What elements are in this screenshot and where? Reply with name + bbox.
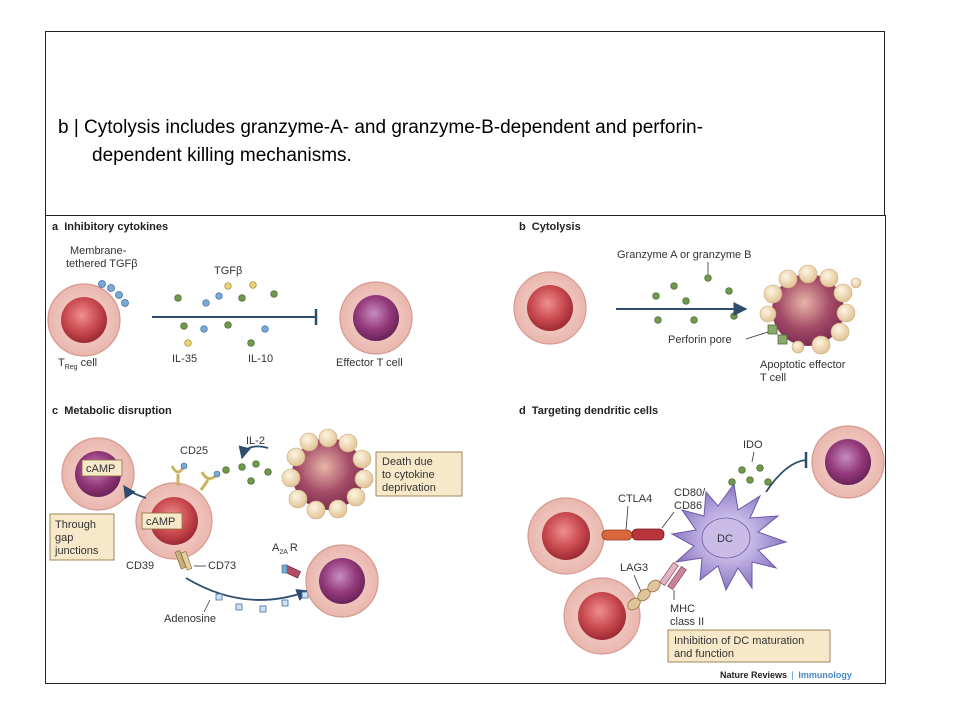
lag3-label: LAG3 (620, 562, 648, 574)
gap-label-3: junctions (54, 545, 99, 557)
gap-label-2: gap (55, 532, 73, 544)
cd25-label: CD25 (180, 445, 208, 457)
inhibition-box (667, 629, 831, 663)
inhibition-label-2: and function (674, 648, 734, 660)
a2ar-effector-cell (281, 544, 379, 618)
panel-c-letter: c (52, 405, 58, 417)
granzyme-dots (652, 274, 738, 324)
adenosine-squares (215, 591, 309, 613)
cd80-label-1: CD80/ (674, 487, 706, 499)
tgfb-label: TGFβ (214, 265, 242, 277)
panel-d-heading: Targeting dendritic cells (532, 405, 658, 417)
dc-label: DC (717, 533, 733, 545)
death-box (375, 451, 463, 497)
effector-label: Effector T cell (336, 357, 403, 369)
ido-label: IDO (743, 439, 763, 451)
il2-label: IL-2 (246, 435, 265, 447)
slide-title-line-2: dependent killing mechanisms. (92, 145, 352, 166)
svg-text:d Targeting dendritic ce: d Targeting dendritic cells (519, 405, 658, 417)
apoptotic-label-2: T cell (760, 372, 786, 384)
panel-b-heading: Cytolysis (532, 221, 581, 233)
treg-cell-c: cAMP (135, 462, 221, 571)
treg-ctla4-cell (527, 497, 605, 575)
panel-a-heading: Inhibitory cytokines (64, 221, 168, 233)
cd80-molecule (631, 528, 665, 541)
figure-svg: a Inhibitory cytokines Membrane- tethere… (47, 221, 885, 680)
svg-text:c Metabolic disruption: c Metabolic disruption (52, 405, 172, 417)
cd39-label: CD39 (126, 560, 154, 572)
ido-dots (728, 464, 772, 486)
death-label-3: deprivation (382, 482, 436, 494)
panel-c: c Metabolic disruption cAMP cAMP CD25 (49, 405, 463, 625)
effector-t-cell (339, 281, 413, 355)
membrane-label-1: Membrane- (70, 245, 127, 257)
mhc-class-ii-molecule (659, 561, 687, 591)
ctla4-molecule (601, 529, 633, 541)
cytokine-dots-a (174, 281, 278, 347)
target-cell-camp: cAMP (61, 437, 135, 511)
camp-top-label: cAMP (86, 463, 115, 475)
title-box: b | Cytolysis includes granzyme-A- and g… (45, 31, 885, 216)
svg-text:a Inhibitory cytokines: a Inhibitory cytokines (52, 221, 168, 233)
camp-mid-label: cAMP (146, 516, 175, 528)
adenosine-label: Adenosine (164, 613, 216, 625)
cd80-label-2: CD86 (674, 500, 702, 512)
panel-d: d Targeting dendritic cells IDO CTLA4 CD… (519, 405, 885, 663)
panel-b: b Cytolysis Granzyme A or granzyme B (513, 221, 862, 384)
panel-d-letter: d (519, 405, 526, 417)
treg-cell (47, 280, 129, 357)
apoptotic-effector-cell (759, 264, 862, 355)
il2-dots (222, 460, 272, 485)
apoptotic-label-1: Apoptotic effector (760, 359, 846, 371)
target-effector-cell-d (811, 425, 885, 499)
death-label-2: to cytokine (382, 469, 435, 481)
slide-title: b | Cytolysis includes granzyme-A- and g… (58, 114, 878, 170)
journal-credit: Nature Reviews | Immunology (720, 670, 852, 680)
cd73-label: CD73 (208, 560, 236, 572)
dendritic-cell (670, 482, 788, 592)
panel-a-letter: a (52, 221, 59, 233)
inhibition-label-1: Inhibition of DC maturation (674, 635, 804, 647)
treg-lag3-cell (563, 577, 641, 655)
panel-b-letter: b (519, 221, 526, 233)
mhc-label-2: class II (670, 616, 704, 628)
cytotoxic-treg-cell (513, 271, 587, 345)
panel-c-heading: Metabolic disruption (64, 405, 172, 417)
il35-label: IL-35 (172, 353, 197, 365)
mhc-label-1: MHC (670, 603, 695, 615)
panel-a: a Inhibitory cytokines Membrane- tethere… (47, 221, 413, 371)
death-label-1: Death due (382, 456, 433, 468)
apoptotic-cell-c (281, 428, 374, 520)
slide-title-line-1: b | Cytolysis includes granzyme-A- and g… (58, 117, 703, 138)
svg-text:b Cytolysis: b Cytolysis (519, 221, 581, 233)
gap-label-1: Through (55, 519, 96, 531)
figure-panel: a Inhibitory cytokines Membrane- tethere… (45, 215, 886, 684)
il10-label: IL-10 (248, 353, 273, 365)
granzyme-label: Granzyme A or granzyme B (617, 249, 752, 261)
ctla4-label: CTLA4 (618, 493, 652, 505)
perforin-label: Perforin pore (668, 334, 732, 346)
lag3-molecule (627, 579, 661, 611)
membrane-label-2: tethered TGFβ (66, 258, 138, 270)
gap-junctions-box (49, 513, 115, 561)
